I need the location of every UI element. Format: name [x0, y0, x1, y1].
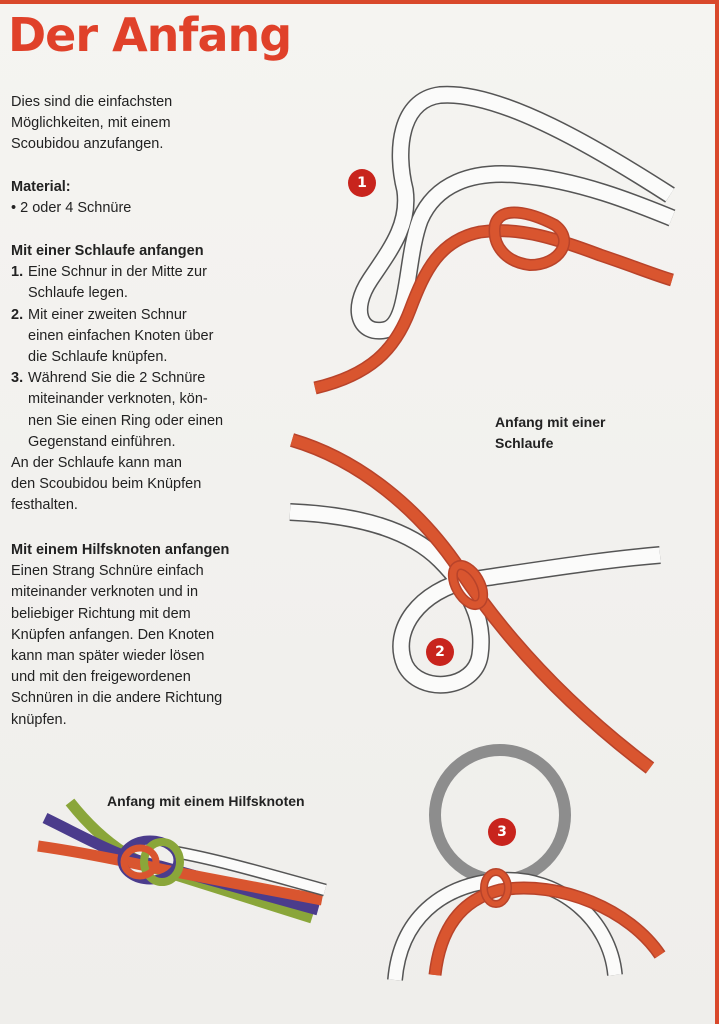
page-title: Der Anfang — [8, 8, 292, 62]
helper-line: Knüpfen anfangen. Den Knoten — [11, 626, 215, 643]
step-item: 2. Mit einer zweiten Schnur einen einfac… — [11, 305, 223, 369]
step-line: Während Sie die 2 Schnüre — [28, 370, 206, 387]
step-item: 1. Eine Schnur in der Mitte zur Schlaufe… — [11, 262, 223, 304]
step-number: 2. — [11, 306, 24, 323]
figure-2-illustration — [289, 433, 661, 774]
step-line: die Schlaufe knüpfen. — [28, 349, 168, 366]
step-line: miteinander verknoten, kön- — [28, 391, 208, 408]
step-line: Gegenstand einführen. — [28, 433, 176, 450]
loop-caption-line: Schlaufe — [495, 435, 554, 451]
loop-caption-line: Anfang mit einer — [495, 414, 606, 430]
helper-line: miteinander verknoten und in — [11, 584, 199, 601]
intro-line: Scoubidou anzufangen. — [11, 136, 164, 153]
intro-line: Dies sind die einfachsten — [11, 94, 173, 110]
loop-steps: 1. Eine Schnur in der Mitte zur Schlaufe… — [11, 262, 223, 453]
step-number: 1. — [11, 264, 24, 281]
helper-line: knüpfen. — [11, 711, 67, 728]
figure-1-illustration — [313, 85, 676, 395]
intro-line: Möglichkeiten, mit einem — [11, 115, 171, 132]
page-top-border — [0, 0, 719, 4]
material-block: Material: • 2 oder 4 Schnüre — [11, 177, 131, 219]
step-line: einen einfachen Knoten über — [28, 327, 214, 344]
loop-heading: Mit einer Schlaufe anfangen — [11, 243, 204, 259]
intro-text: Dies sind die einfachsten Möglichkeiten,… — [11, 92, 172, 156]
step-number: 3. — [11, 370, 24, 387]
helper-knot-illustration — [37, 798, 327, 924]
step-3-badge: 3 — [488, 818, 516, 846]
loop-caption: Anfang mit einer Schlaufe — [495, 412, 605, 454]
step-line: Mit einer zweiten Schnur — [28, 306, 187, 323]
material-item: • 2 oder 4 Schnüre — [11, 200, 132, 217]
helper-heading: Mit einem Hilfsknoten anfangen — [11, 542, 230, 558]
step-line: Eine Schnur in der Mitte zur — [28, 264, 207, 281]
loop-note-line: den Scoubidou beim Knüpfen — [11, 476, 202, 493]
step-2-badge: 2 — [426, 638, 454, 666]
helper-line: Einen Strang Schnüre einfach — [11, 563, 204, 580]
loop-note-line: An der Schlaufe kann man — [11, 455, 182, 472]
helper-section: Mit einem Hilfsknoten anfangen Einen Str… — [11, 540, 229, 731]
step-item: 3. Während Sie die 2 Schnüre miteinander… — [11, 368, 223, 453]
step-line: Schlaufe legen. — [28, 285, 128, 302]
figure-3-illustration — [387, 744, 666, 981]
material-heading: Material: — [11, 179, 71, 195]
helper-line: beliebiger Richtung mit dem — [11, 605, 191, 622]
helper-caption: Anfang mit einem Hilfsknoten — [107, 793, 305, 809]
loop-section: Mit einer Schlaufe anfangen 1. Eine Schn… — [11, 241, 223, 517]
helper-line: kann man später wieder lösen — [11, 648, 205, 665]
helper-line: und mit den freigewordenen — [11, 669, 191, 686]
step-1-badge: 1 — [348, 169, 376, 197]
loop-note-line: festhalten. — [11, 497, 78, 514]
step-line: nen Sie einen Ring oder einen — [28, 412, 224, 429]
helper-line: Schnüren in die andere Richtung — [11, 690, 223, 707]
